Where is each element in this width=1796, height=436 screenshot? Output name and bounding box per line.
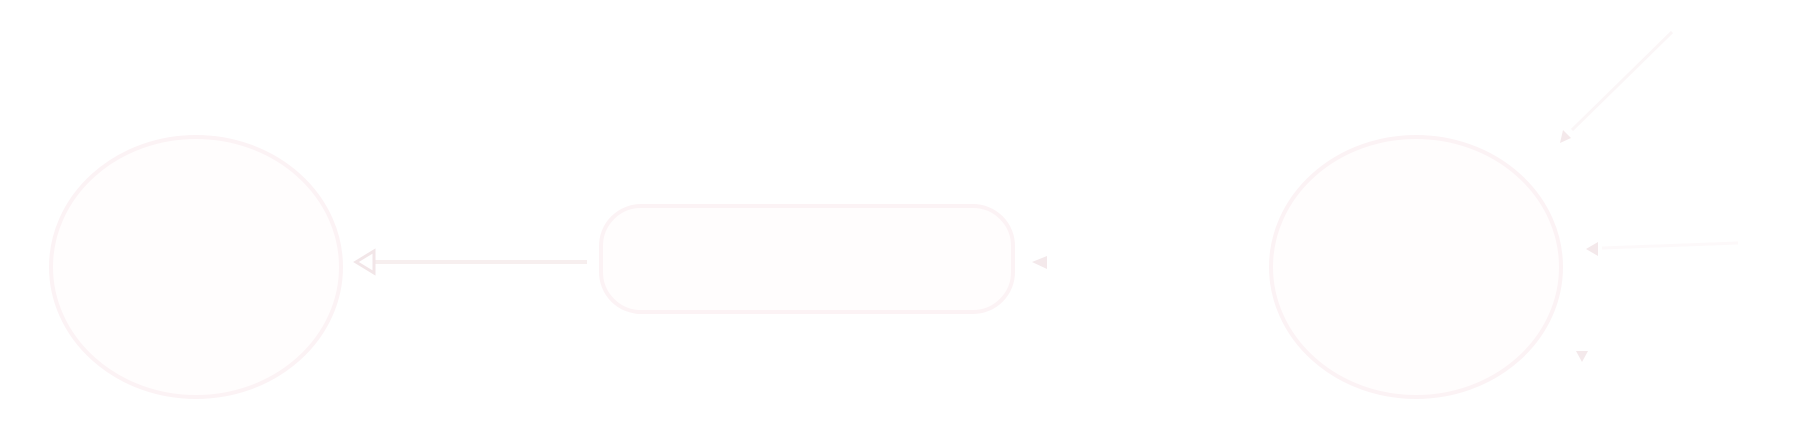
edge-right-to-center [1032, 256, 1047, 269]
edge-right-arrowhead [1586, 242, 1598, 256]
edge-right-to-center-arrowhead [1032, 256, 1047, 269]
node-center-process-box[interactable] [599, 204, 1015, 314]
edge-bottom-right-arrowhead [1576, 351, 1588, 362]
node-right-ellipse[interactable] [1269, 135, 1563, 399]
edge-center-to-left-arrowhead [353, 248, 376, 276]
node-left-ellipse[interactable] [49, 135, 343, 399]
edge-top-right-arrowhead [1560, 130, 1571, 143]
edge-right-to-right-ellipse [1586, 241, 1739, 256]
edge-bottom-right-to-right-ellipse [1576, 351, 1588, 362]
edge-top-right-to-right-ellipse [1560, 30, 1674, 143]
edge-center-to-left [353, 248, 587, 276]
